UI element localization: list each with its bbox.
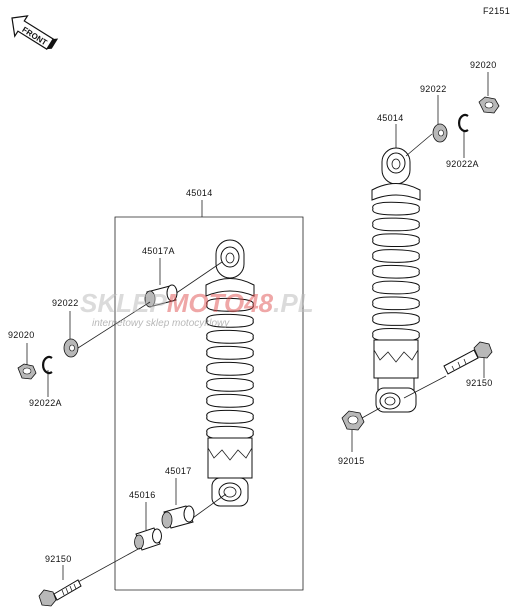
shock-absorber-left <box>205 239 255 507</box>
watermark-text-b: MOTO <box>167 288 245 318</box>
label-clip-right: 92022A <box>446 159 479 169</box>
bolt-left-part <box>38 579 82 607</box>
spring-coil <box>372 233 420 248</box>
spring-coil <box>372 249 420 263</box>
clip-left-part <box>42 355 53 375</box>
svg-text:SKLEPMOTO48.PL: SKLEPMOTO48.PL <box>80 288 314 318</box>
spring-coil <box>372 201 420 216</box>
spring-coil <box>206 329 254 344</box>
bushing-top-part <box>144 284 178 308</box>
washer-left-part <box>63 338 79 358</box>
bushing-bottom-part <box>161 505 195 529</box>
label-shock-left: 45014 <box>186 188 213 198</box>
bolt-right-part <box>443 341 493 375</box>
label-nut-left: 92020 <box>8 330 35 340</box>
spring-coil <box>206 393 254 408</box>
label-washer-right: 92022 <box>420 84 447 94</box>
label-nut-right: 92020 <box>470 60 497 70</box>
axis-bushing-top <box>171 261 223 297</box>
clip-right-part <box>458 113 469 133</box>
washer-right-part <box>432 123 448 143</box>
spring-coil <box>206 297 254 312</box>
spring-coil <box>206 313 254 328</box>
label-bushing-top: 45017A <box>142 246 175 256</box>
nut-right-part <box>478 96 500 114</box>
nut-left-part <box>17 363 37 380</box>
spring-coil <box>206 361 254 376</box>
axis-nut-bottom-right <box>361 407 381 419</box>
watermark-text-c: 48 <box>243 288 273 318</box>
axis-bolt-right <box>403 375 447 399</box>
label-bolt-right: 92150 <box>466 378 493 388</box>
shock-absorber-right <box>371 147 421 413</box>
spring-coil <box>372 328 420 342</box>
label-washer-left: 92022 <box>52 298 79 308</box>
axis-bushing-bottom <box>189 493 227 521</box>
watermark-tagline: internetowy sklep motocyklowy <box>92 318 230 329</box>
label-nut-bottom-right: 92015 <box>338 456 365 466</box>
collar-part <box>134 527 162 551</box>
watermark-text-d: .PL <box>273 288 313 318</box>
spring-coil <box>206 377 254 392</box>
spring-coil <box>206 345 254 360</box>
nut-bottom-right-part <box>341 410 365 431</box>
spring-coil <box>372 312 420 326</box>
spring-coil <box>206 409 254 424</box>
label-bushing-bottom: 45017 <box>165 466 192 476</box>
spring-coil <box>372 264 420 279</box>
spring-coil <box>372 296 420 311</box>
spring-coil <box>206 425 254 440</box>
axis-washer-right <box>405 133 433 157</box>
label-collar: 45016 <box>129 490 156 500</box>
assembly-box <box>114 216 304 591</box>
watermark: SKLEPMOTO48.PL internetowy sklep motocyk… <box>80 288 314 329</box>
watermark-text-a: SKLEP <box>80 288 167 318</box>
label-bolt-left: 92150 <box>45 554 72 564</box>
front-arrow-icon: FRONT <box>11 15 59 50</box>
spring-coil <box>372 280 420 295</box>
label-clip-left: 92022A <box>29 398 62 408</box>
axis-bolt-left <box>77 547 141 583</box>
label-shock-right: 45014 <box>377 113 404 123</box>
diagram-code: F2151 <box>483 6 510 16</box>
axis-washer-left <box>77 301 151 349</box>
spring-coil <box>372 217 420 232</box>
